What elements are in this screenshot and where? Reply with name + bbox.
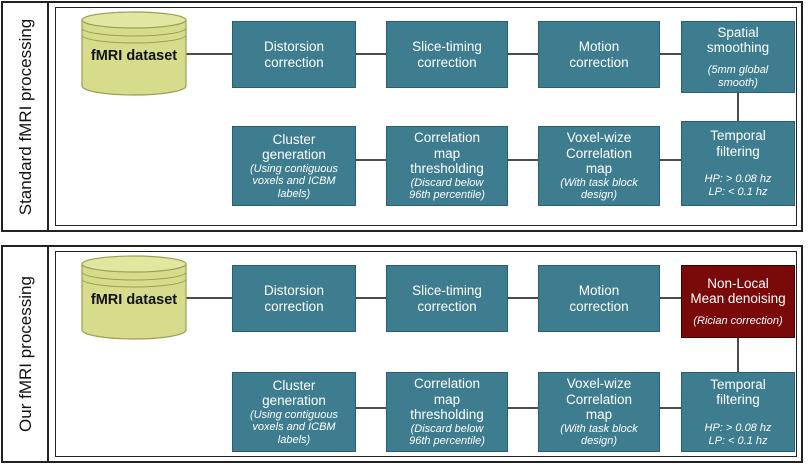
standard-processing-panel: Standard fMRI processing <box>1 1 803 232</box>
step-voxel-wize-correlation-map: Voxel-wize Correlation map (With task bl… <box>538 372 660 452</box>
dataset-label: fMRI dataset <box>90 292 178 308</box>
step-title: Distorsion correction <box>263 282 325 314</box>
step-title: Temporal filtering <box>710 128 766 159</box>
step-title: Slice-timing correction <box>412 282 482 314</box>
step-note: HP: > 0.08 hz LP: < 0.1 hz <box>704 173 772 199</box>
side-label-box: Standard fMRI processing <box>3 3 49 230</box>
step-note: (Using contiguous voxels and ICBM labels… <box>249 162 339 200</box>
step-distorsion-correction: Distorsion correction <box>232 265 356 332</box>
step-note: (Rician correction) <box>693 314 783 327</box>
step-title: Voxel-wize Correlation map <box>565 130 633 177</box>
step-motion-correction: Motion correction <box>538 21 660 88</box>
step-voxel-wize-correlation-map: Voxel-wize Correlation map (With task bl… <box>538 126 660 206</box>
connectors <box>81 11 739 161</box>
step-title: Motion correction <box>569 282 629 314</box>
step-title: Correlation map thresholding <box>410 376 484 423</box>
step-slice-timing-correction: Slice-timing correction <box>386 21 508 88</box>
side-label: Standard fMRI processing <box>16 18 35 215</box>
step-cluster-generation: Cluster generation (Using contiguous vox… <box>232 372 356 452</box>
step-note: (Using contiguous voxels and ICBM labels… <box>249 408 339 446</box>
step-motion-correction: Motion correction <box>538 265 660 332</box>
step-correlation-map-thresholding: Correlation map thresholding (Discard be… <box>386 372 508 452</box>
step-distorsion-correction: Distorsion correction <box>232 21 356 88</box>
connectors <box>81 255 739 409</box>
step-title: Slice-timing correction <box>412 38 482 70</box>
step-title: Motion correction <box>569 38 629 70</box>
step-title: Cluster generation <box>262 377 326 409</box>
step-non-local-mean-denoising: Non-Local Mean denoising (Rician correct… <box>681 265 795 338</box>
step-slice-timing-correction: Slice-timing correction <box>386 265 508 332</box>
flow-area: fMRI dataset Distorsion correction Slice… <box>55 7 797 226</box>
step-title: Distorsion correction <box>263 38 325 70</box>
step-title: Non-Local Mean denoising <box>690 275 786 307</box>
side-label: Our fMRI processing <box>16 276 35 432</box>
side-label-box: Our fMRI processing <box>3 247 49 461</box>
step-note: (With task block design) <box>560 422 638 448</box>
flow-area: fMRI dataset Distorsion correction Slice… <box>55 251 797 457</box>
step-correlation-map-thresholding: Correlation map thresholding (Discard be… <box>386 126 508 206</box>
step-title: Voxel-wize Correlation map <box>565 376 633 423</box>
step-title: Correlation map thresholding <box>410 130 484 177</box>
step-title: Spatial smoothing <box>706 24 770 56</box>
step-note: HP: > 0.08 hz LP: < 0.1 hz <box>704 421 772 447</box>
our-processing-panel: Our fMRI processing fMRI dataset <box>1 245 803 463</box>
step-title: Temporal filtering <box>710 376 766 408</box>
step-temporal-filtering: Temporal filtering HP: > 0.08 hz LP: < 0… <box>681 121 795 206</box>
step-temporal-filtering: Temporal filtering HP: > 0.08 hz LP: < 0… <box>681 372 795 452</box>
step-note: (Discard below 96th percentile) <box>409 422 485 448</box>
dataset-cylinder <box>81 11 187 96</box>
step-cluster-generation: Cluster generation (Using contiguous vox… <box>232 126 356 206</box>
dataset-label: fMRI dataset <box>90 48 178 64</box>
step-note: (5mm global smooth) <box>707 63 769 89</box>
step-spatial-smoothing: Spatial smoothing (5mm global smooth) <box>681 21 795 93</box>
step-note: (Discard below 96th percentile) <box>409 176 485 202</box>
dataset-cylinder <box>81 255 187 340</box>
step-title: Cluster generation <box>262 131 326 163</box>
step-note: (With task block design) <box>560 176 638 202</box>
